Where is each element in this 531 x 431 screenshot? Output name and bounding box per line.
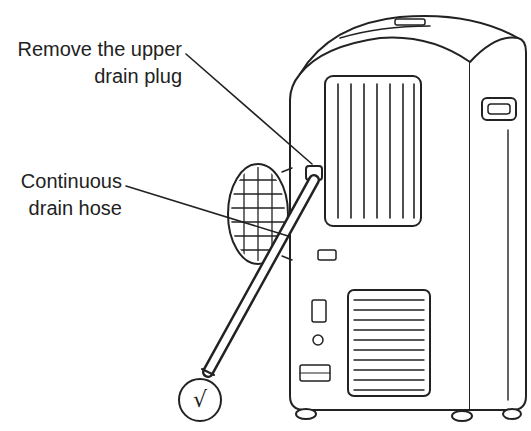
callout-label: Continuous drain hose	[4, 168, 122, 222]
check-mark: √	[193, 389, 207, 411]
check-circle: √	[178, 378, 222, 422]
callout-label: Remove the upper drain plug	[4, 36, 182, 90]
